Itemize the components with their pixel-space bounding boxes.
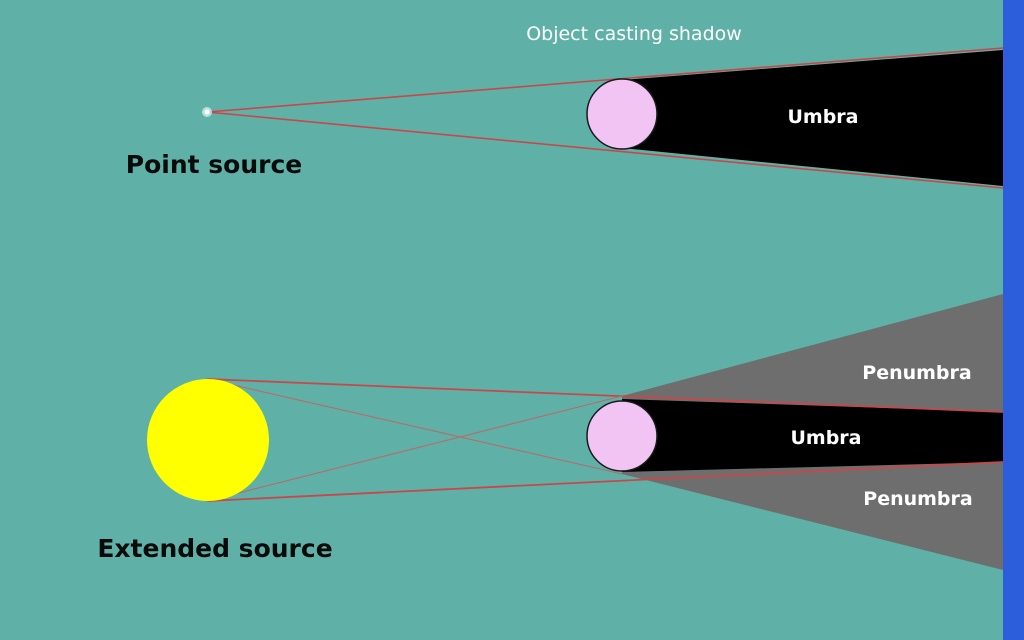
- umbra-top-label: Umbra: [787, 106, 858, 128]
- penumbra-upper-label: Penumbra: [862, 362, 971, 384]
- ray-outer-lower: [206, 461, 1004, 502]
- umbra-region-top: [622, 50, 1003, 186]
- ray-top-lower: [206, 111, 1004, 189]
- ray-cross-down: [206, 378, 623, 475]
- ray-outer-upper: [206, 378, 1004, 413]
- ray-top-upper: [206, 47, 1004, 113]
- point-source-light: [204, 109, 210, 115]
- extended-source-label: Extended source: [97, 534, 332, 563]
- object-casting-shadow-label: Object casting shadow: [526, 23, 742, 45]
- point-source-label: Point source: [126, 150, 302, 179]
- penumbra-lower-label: Penumbra: [863, 488, 972, 510]
- object-top: [586, 78, 658, 150]
- umbra-region-bottom: [622, 399, 1003, 472]
- umbra-bottom-label: Umbra: [790, 427, 861, 449]
- extended-source-sun: [147, 379, 269, 501]
- right-edge-bar: [1003, 0, 1024, 640]
- ray-cross-up: [206, 395, 623, 502]
- object-bottom: [586, 400, 658, 472]
